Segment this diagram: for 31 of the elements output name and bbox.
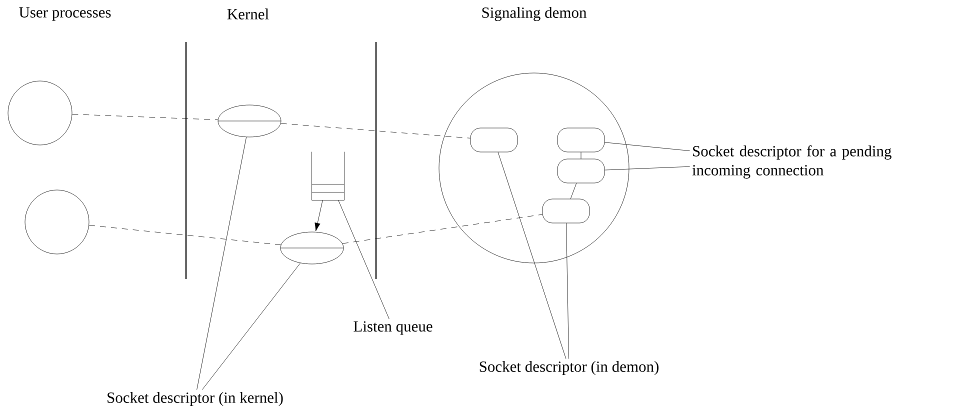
leader-text: Socket descriptor for a pending incoming connection xyxy=(692,145,892,179)
socket-box xyxy=(557,128,605,152)
leader-line xyxy=(566,223,570,359)
queue-drawing xyxy=(312,152,344,200)
connector xyxy=(570,183,577,199)
dashed-connector xyxy=(280,123,470,138)
arrow xyxy=(314,200,323,232)
dashed-connector xyxy=(88,225,282,246)
socket-ellipse xyxy=(218,104,282,138)
socket-box xyxy=(470,128,518,152)
process-circle xyxy=(8,80,72,146)
socket-box xyxy=(542,198,590,224)
column-heading: Signaling demon xyxy=(482,6,587,22)
process-circle xyxy=(24,190,90,254)
demon-circle xyxy=(438,72,630,264)
leader-text: Listen queue xyxy=(354,321,432,335)
socket-box xyxy=(557,158,605,184)
leader-line xyxy=(338,200,390,320)
leader-text: Socket descriptor (in kernel) xyxy=(108,392,283,406)
socket-ellipse xyxy=(280,232,344,264)
leader-line xyxy=(196,136,247,390)
dashed-connector xyxy=(72,114,218,120)
leader-line xyxy=(498,152,566,359)
column-heading: User processes xyxy=(19,7,111,21)
leader-text: Socket descriptor (in demon) xyxy=(480,360,659,376)
dashed-connector xyxy=(342,214,542,244)
column-heading: Kernel xyxy=(227,8,269,20)
leader-line xyxy=(604,166,690,170)
leader-line xyxy=(202,262,301,390)
connector xyxy=(580,152,582,159)
leader-line xyxy=(604,142,690,152)
